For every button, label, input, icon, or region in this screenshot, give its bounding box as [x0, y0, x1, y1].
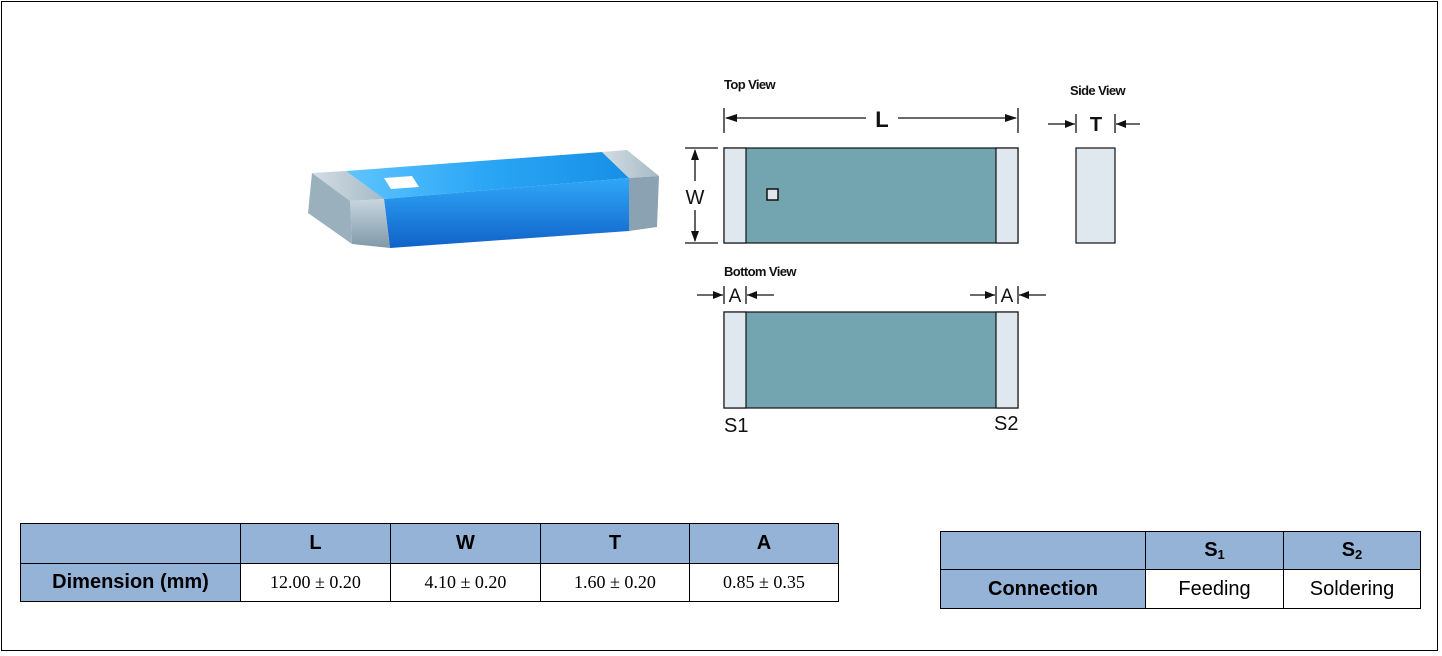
connection-table-header-row: S1 S2 [940, 531, 1421, 570]
connection-header-s1: S1 [1145, 531, 1284, 570]
connection-value-s2: Soldering [1283, 569, 1421, 609]
connection-header-s1-index: 1 [1217, 547, 1225, 562]
dimension-row-label: Dimension (mm) [20, 563, 241, 602]
label-a-left: A [729, 286, 742, 307]
pin1-marker [766, 188, 779, 201]
top-view-drawing [723, 147, 1019, 244]
dimension-table-header-row: L W T A [20, 523, 839, 564]
mechanical-drawing: Top View L W Side View T Bottom [308, 77, 1140, 437]
side-view-drawing [1075, 147, 1116, 244]
connection-header-s2-letter: S [1341, 539, 1356, 561]
bottom-view-title: Bottom View [724, 264, 797, 279]
dimension-table-row: Dimension (mm) 12.00 ± 0.20 4.10 ± 0.20 … [20, 563, 839, 602]
connection-value-s1: Feeding [1145, 569, 1284, 609]
dimension-header-l: L [240, 523, 391, 564]
dimension-l: L [723, 107, 1019, 133]
dimension-value-w: 4.10 ± 0.20 [390, 563, 541, 602]
dimension-header-a: A [689, 523, 839, 564]
connection-row-label: Connection [940, 569, 1146, 609]
connection-header-corner [940, 531, 1146, 570]
chip-3d-illustration [308, 150, 659, 248]
dimension-w: W [685, 147, 718, 244]
side-view-title: Side View [1070, 83, 1127, 98]
dimension-a-right: A [970, 286, 1046, 307]
label-a-right: A [1001, 286, 1014, 307]
dimension-table: L W T A Dimension (mm) 12.00 ± 0.20 4.10… [20, 523, 839, 602]
dimension-a-left: A [697, 286, 774, 307]
label-s2: S2 [994, 413, 1018, 435]
label-t: T [1090, 114, 1102, 136]
dimension-header-t: T [540, 523, 690, 564]
dimension-header-corner [20, 523, 241, 564]
dimension-value-l: 12.00 ± 0.20 [240, 563, 391, 602]
label-s1: S1 [724, 415, 748, 437]
connection-header-s1-letter: S [1204, 539, 1218, 561]
dimension-header-w: W [390, 523, 541, 564]
connection-table: S1 S2 Connection Feeding Soldering [940, 531, 1421, 609]
bottom-view-drawing [723, 311, 1019, 409]
connection-header-s2: S2 [1283, 531, 1421, 570]
connection-table-row: Connection Feeding Soldering [940, 569, 1421, 609]
label-l: L [875, 107, 888, 132]
dimension-value-a: 0.85 ± 0.35 [689, 563, 839, 602]
dimension-value-t: 1.60 ± 0.20 [540, 563, 690, 602]
connection-header-s2-index: 2 [1355, 547, 1363, 562]
top-view-title: Top View [724, 77, 777, 92]
orientation-mark [384, 176, 419, 189]
label-w: W [686, 187, 705, 209]
dimension-t: T [1048, 114, 1140, 136]
